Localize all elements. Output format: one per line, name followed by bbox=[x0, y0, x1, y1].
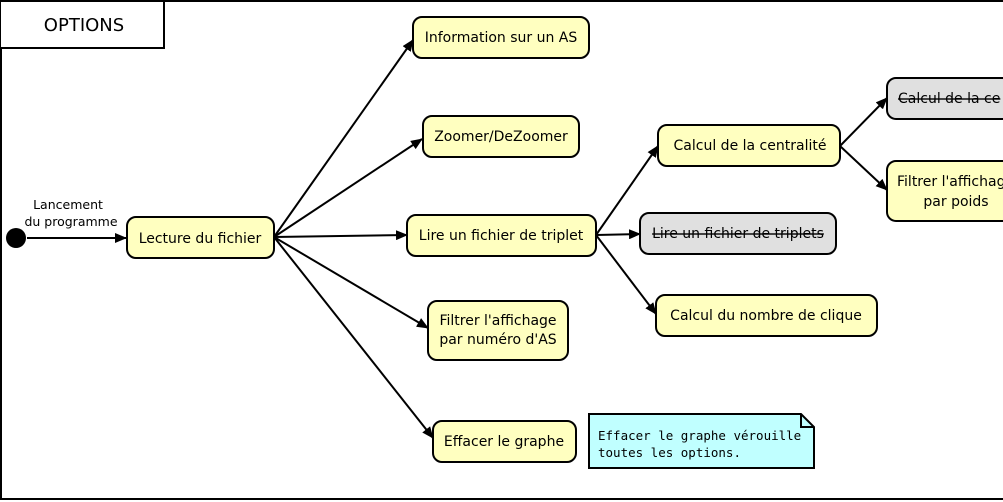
activity-triplet: Lire un fichier de triplet bbox=[406, 214, 597, 257]
lecture-to-filter-as-arrow bbox=[273, 236, 429, 329]
note-line-2: toutes les options. bbox=[598, 445, 741, 460]
activity-filter-weight: Filtrer l'affichag par poids bbox=[886, 160, 1003, 222]
activity-disabled-triplets: Lire un fichier de triplets bbox=[639, 212, 837, 255]
triplet-to-centralite-arrow bbox=[595, 145, 659, 236]
connector-group bbox=[27, 39, 888, 439]
activity-disabled-centralite-label: Calcul de la ce bbox=[898, 91, 1000, 107]
activity-lecture-label: Lecture du fichier bbox=[139, 231, 262, 247]
activity-zoom-label: Zoomer/DeZoomer bbox=[434, 129, 568, 145]
activity-centralite-label: Calcul de la centralité bbox=[674, 138, 827, 154]
start-node: Lancement du programme bbox=[6, 197, 118, 248]
lecture-to-zoom-arrow bbox=[273, 138, 423, 238]
activity-centralite: Calcul de la centralité bbox=[657, 124, 841, 167]
start-label-line-2: du programme bbox=[24, 214, 117, 229]
activity-clique-label: Calcul du nombre de clique bbox=[670, 308, 862, 324]
activity-information: Information sur un AS bbox=[412, 16, 590, 59]
activity-lecture: Lecture du fichier bbox=[126, 216, 275, 259]
diagram-title: OPTIONS bbox=[44, 15, 124, 36]
activity-filter-weight-line-2: par poids bbox=[923, 194, 988, 210]
lecture-to-triplet-arrow bbox=[273, 230, 408, 241]
centralite-to-disabled-centralite-arrow bbox=[839, 97, 888, 147]
activity-filter-as: Filtrer l'affichage par numéro d'AS bbox=[427, 300, 569, 361]
triplet-to-clique-arrow bbox=[595, 234, 657, 315]
activity-disabled-centralite: Calcul de la ce bbox=[886, 77, 1003, 120]
activity-filter-as-line-2: par numéro d'AS bbox=[439, 332, 556, 348]
triplet-to-disabled-triplets-arrow bbox=[595, 229, 641, 240]
note-line-1: Effacer le graphe vérouille bbox=[598, 428, 801, 443]
activity-filter-weight-line-1: Filtrer l'affichag bbox=[897, 174, 1003, 190]
activity-triplet-label: Lire un fichier de triplet bbox=[419, 228, 584, 244]
note-box: Effacer le graphe vérouille toutes les o… bbox=[588, 413, 815, 469]
lecture-to-effacer-arrow bbox=[273, 236, 434, 439]
activity-clique: Calcul du nombre de clique bbox=[655, 294, 878, 337]
start-label-line-1: Lancement bbox=[33, 197, 103, 212]
activity-effacer: Effacer le graphe bbox=[432, 420, 577, 463]
activity-zoom: Zoomer/DeZoomer bbox=[422, 115, 580, 158]
lecture-to-information-arrow bbox=[273, 39, 414, 238]
activity-effacer-label: Effacer le graphe bbox=[444, 434, 564, 450]
activity-information-label: Information sur un AS bbox=[425, 30, 578, 46]
centralite-to-filter-weight-arrow bbox=[839, 145, 888, 191]
start-dot bbox=[6, 228, 26, 248]
activity-filter-as-line-1: Filtrer l'affichage bbox=[439, 313, 556, 329]
options-title-tab: OPTIONS bbox=[1, 0, 165, 49]
activity-disabled-triplets-label: Lire un fichier de triplets bbox=[652, 226, 824, 242]
